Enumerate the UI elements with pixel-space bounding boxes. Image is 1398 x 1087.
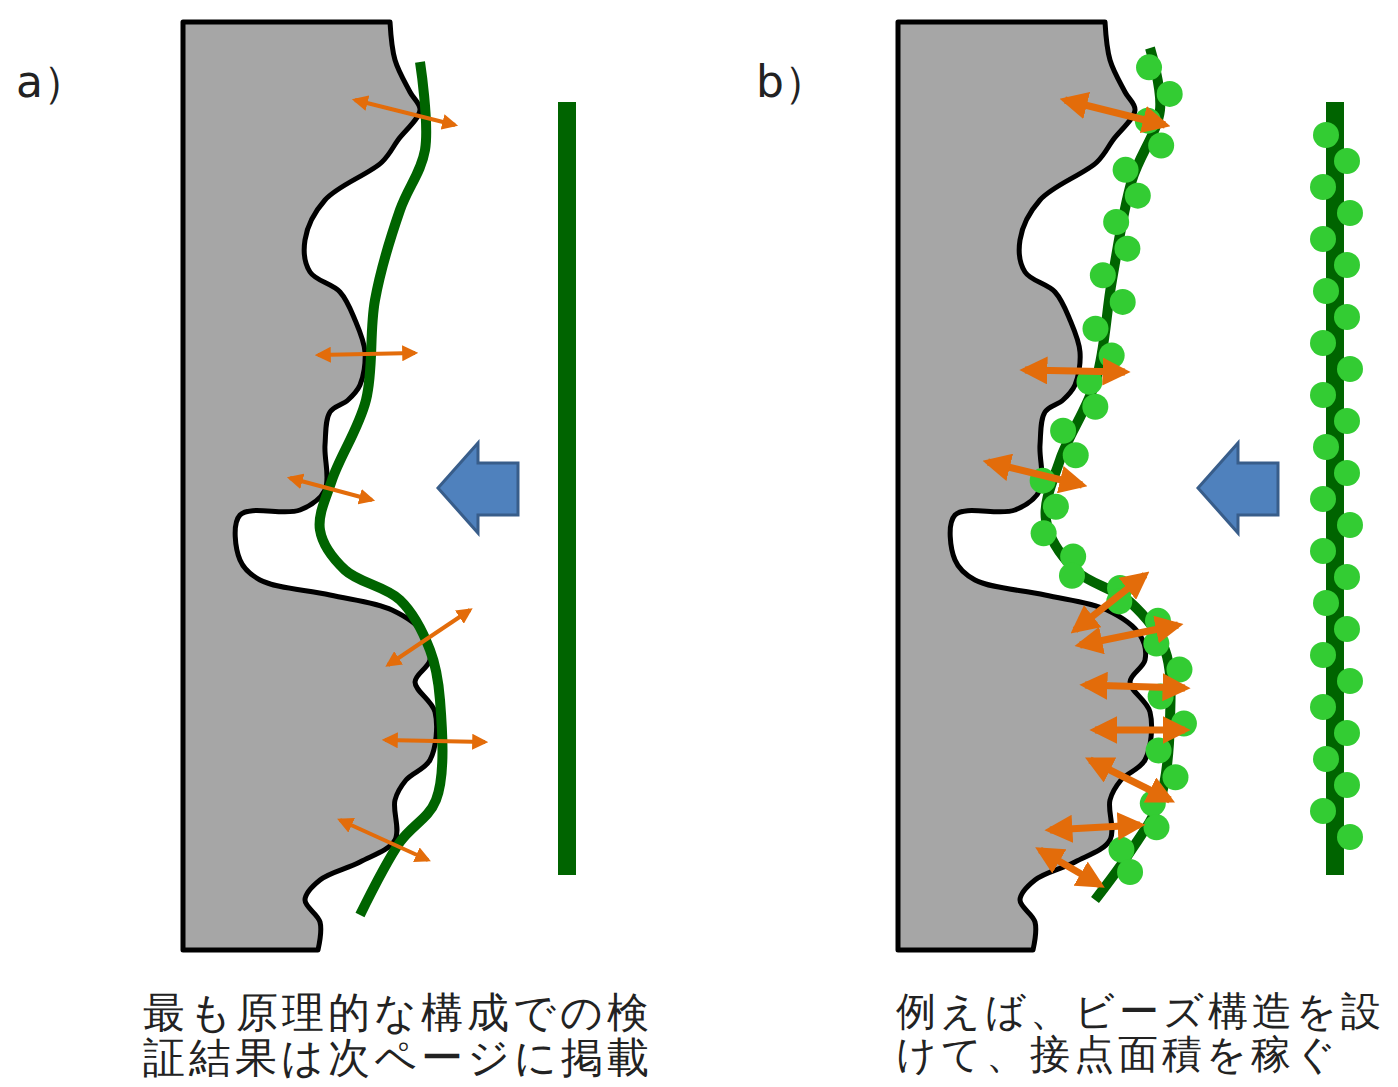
bead: [1059, 563, 1085, 589]
bead: [1143, 814, 1169, 840]
bead: [1334, 720, 1360, 746]
bead: [1310, 642, 1336, 668]
bead: [1113, 157, 1139, 183]
contact-force-arrow: [1080, 625, 1178, 645]
bead: [1310, 538, 1336, 564]
bead: [1125, 183, 1151, 209]
bead: [1043, 494, 1069, 520]
bead: [1108, 837, 1134, 863]
panel-b: [898, 22, 1363, 950]
bead: [1082, 394, 1108, 420]
bead: [1334, 148, 1360, 174]
caption-note: 例えば、ビーズ構造を設 けて、接点面積を稼ぐ: [896, 990, 1396, 1076]
bead: [1136, 54, 1162, 80]
bead: [1082, 316, 1108, 342]
bead: [1114, 236, 1140, 262]
panel-a: [183, 22, 567, 950]
flat-sheet: [558, 102, 576, 875]
bead: [1334, 304, 1360, 330]
bead: [1110, 289, 1136, 315]
bead: [1162, 764, 1188, 790]
contact-force-arrow: [1040, 850, 1100, 885]
contact-force-arrow: [355, 100, 455, 125]
bead: [1117, 859, 1143, 885]
contact-force-arrow: [385, 740, 485, 742]
bead: [1337, 356, 1363, 382]
bead: [1148, 132, 1174, 158]
contact-force-arrow: [1050, 825, 1140, 830]
bead: [1050, 418, 1076, 444]
contact-force-arrow: [1090, 760, 1170, 800]
bead: [1313, 434, 1339, 460]
bead: [1310, 330, 1336, 356]
bead: [1313, 746, 1339, 772]
bead: [1146, 737, 1172, 763]
bead: [1337, 824, 1363, 850]
bead: [1063, 442, 1089, 468]
contact-force-arrow: [340, 820, 428, 860]
bead: [1313, 122, 1339, 148]
contact-force-arrow: [290, 478, 372, 500]
bead: [1337, 200, 1363, 226]
bead: [1310, 694, 1336, 720]
panel-label: b）: [756, 58, 828, 106]
bead: [1090, 262, 1116, 288]
bead: [1031, 520, 1057, 546]
substrate: [898, 22, 1152, 950]
contact-force-arrow: [1075, 575, 1145, 630]
bead: [1334, 408, 1360, 434]
contact-force-arrow: [1085, 685, 1185, 688]
bead: [1334, 616, 1360, 642]
bead: [1157, 81, 1183, 107]
contact-force-arrow: [988, 462, 1082, 485]
bead: [1310, 226, 1336, 252]
bead: [1103, 209, 1129, 235]
bead: [1334, 772, 1360, 798]
bead: [1310, 174, 1336, 200]
bead: [1313, 590, 1339, 616]
press-arrow: [1198, 443, 1278, 533]
bead: [1310, 382, 1336, 408]
bead: [1337, 512, 1363, 538]
bead: [1310, 486, 1336, 512]
bead: [1313, 278, 1339, 304]
contact-sheet: [1046, 48, 1171, 900]
panel-label: a）: [16, 58, 87, 106]
bead: [1166, 657, 1192, 683]
contact-force-arrow: [1025, 370, 1125, 372]
contact-force-arrow: [1095, 727, 1185, 734]
bead: [1334, 252, 1360, 278]
contact-sheet: [320, 62, 443, 915]
caption-note: 最も原理的な構成での検 証結果は次ページに掲載: [143, 990, 658, 1081]
bead: [1334, 460, 1360, 486]
bead: [1334, 564, 1360, 590]
contact-force-arrow: [1065, 100, 1165, 125]
press-arrow: [438, 443, 518, 533]
bead: [1337, 668, 1363, 694]
bead: [1099, 342, 1125, 368]
substrate: [183, 22, 437, 950]
contact-force-arrow: [318, 353, 415, 355]
contact-force-arrow: [388, 610, 470, 665]
bead: [1310, 798, 1336, 824]
